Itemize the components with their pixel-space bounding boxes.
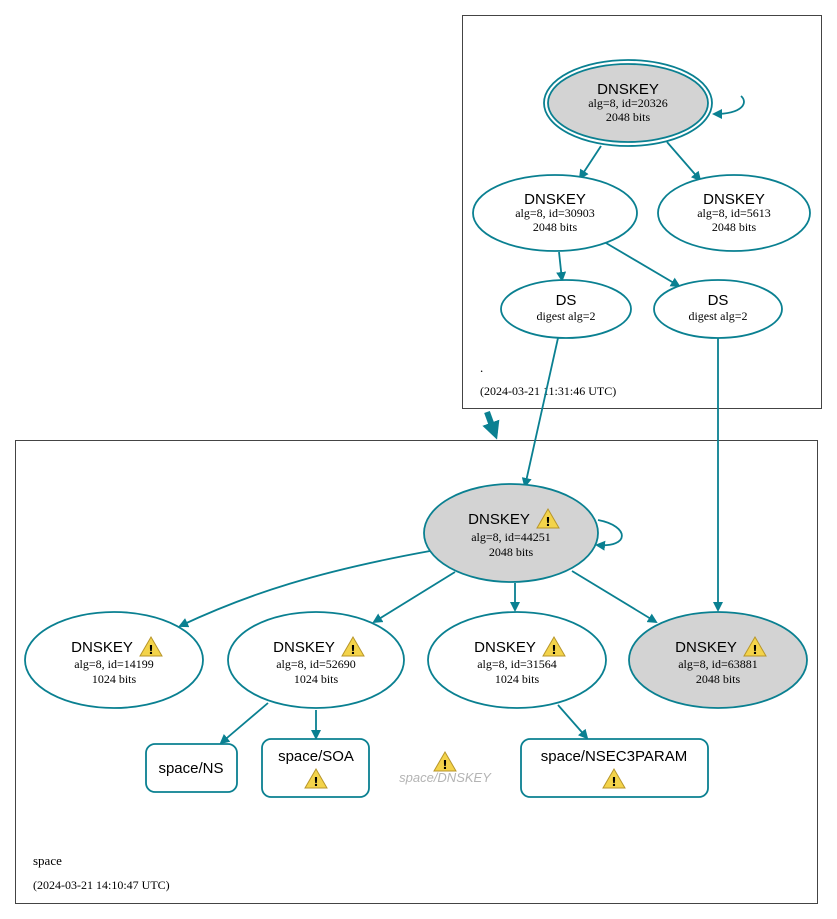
edge-space-ksk-k2: [372, 571, 456, 624]
node-ds-2[interactable]: DS digest alg=2: [653, 279, 783, 339]
warning-icon: !: [542, 636, 566, 657]
node-line2: 2048 bits: [712, 220, 757, 234]
edge-root-ksk-zsk2: [666, 141, 702, 182]
node-title: space/SOA: [278, 748, 354, 765]
node-title: DS: [556, 292, 577, 309]
node-rrset-nsec3param[interactable]: space/NSEC3PARAM !: [520, 738, 709, 798]
node-line1: alg=8, id=44251: [471, 530, 551, 544]
node-line1: alg=8, id=63881: [678, 657, 758, 671]
node-title: DNSKEY: [524, 191, 586, 208]
svg-text:!: !: [148, 643, 153, 657]
edge-root-ksk-zsk1: [578, 145, 602, 180]
node-shape: [227, 611, 405, 709]
node-shape: [628, 611, 808, 709]
node-space-key-52690[interactable]: DNSKEY ! alg=8, id=52690 1024 bits: [227, 611, 405, 709]
svg-text:!: !: [350, 643, 355, 657]
node-title: DNSKEY: [468, 511, 530, 528]
svg-text:!: !: [442, 758, 447, 772]
node-line1: digest alg=2: [688, 309, 747, 323]
space-zone-name: space: [33, 853, 62, 868]
svg-text:!: !: [313, 775, 318, 789]
edge-space-ksk-k1: [178, 550, 431, 628]
svg-text:!: !: [545, 515, 550, 529]
node-line1: alg=8, id=31564: [477, 657, 557, 671]
warning-icon: !: [743, 636, 767, 657]
node-line1: alg=8, id=5613: [697, 206, 771, 220]
node-title: space/NS: [158, 760, 223, 777]
node-line2: 1024 bits: [495, 672, 540, 686]
node-shape: [520, 738, 709, 798]
warning-icon: !: [341, 636, 365, 657]
node-shape: [145, 743, 238, 793]
node-space-key-14199[interactable]: DNSKEY ! alg=8, id=14199 1024 bits: [24, 611, 204, 709]
node-title: space/NSEC3PARAM: [541, 748, 687, 765]
warning-icon: !: [536, 508, 560, 529]
node-shape: [657, 174, 811, 252]
edge-zsk1-ds2: [605, 242, 681, 288]
space-zone-timestamp: (2024-03-21 14:10:47 UTC): [33, 878, 170, 892]
node-rrset-ns[interactable]: space/NS: [145, 743, 238, 793]
svg-text:!: !: [551, 643, 556, 657]
node-rrset-soa[interactable]: space/SOA !: [261, 738, 370, 798]
root-zone-timestamp: (2024-03-21 11:31:46 UTC): [480, 384, 616, 398]
edge-space-ksk-self: [595, 519, 623, 551]
node-line1: digest alg=2: [536, 309, 595, 323]
node-title: DNSKEY: [273, 639, 335, 656]
node-title: DNSKEY: [474, 639, 536, 656]
node-shape: [423, 483, 599, 583]
node-space-key-63881[interactable]: DNSKEY ! alg=8, id=63881 2048 bits: [628, 611, 808, 709]
node-root-zsk-5613[interactable]: DNSKEY alg=8, id=5613 2048 bits: [657, 174, 811, 252]
svg-text:!: !: [611, 775, 616, 789]
node-line2: 1024 bits: [294, 672, 339, 686]
node-line2: 1024 bits: [92, 672, 137, 686]
node-line2: 2048 bits: [533, 220, 578, 234]
root-zone-name: .: [480, 360, 483, 375]
node-rrset-dnskey-missing[interactable]: ! space/DNSKEY: [399, 751, 492, 785]
node-space-ksk-44251[interactable]: DNSKEY ! alg=8, id=44251 2048 bits: [423, 483, 599, 583]
edge-space-ksk-k4: [571, 570, 658, 624]
node-shape: [547, 63, 709, 143]
node-line2: 2048 bits: [696, 672, 741, 686]
node-shape: [472, 174, 638, 252]
edge-ds1-space-ksk: [521, 337, 559, 488]
node-title: DNSKEY: [597, 81, 659, 98]
node-shape: [653, 279, 783, 339]
warning-icon: !: [433, 751, 457, 772]
node-root-zsk-30903[interactable]: DNSKEY alg=8, id=30903 2048 bits: [472, 174, 638, 252]
node-ds-1[interactable]: DS digest alg=2: [500, 279, 632, 339]
node-title: DNSKEY: [675, 639, 737, 656]
node-title: DNSKEY: [703, 191, 765, 208]
warning-icon: !: [304, 768, 328, 789]
node-shape: [24, 611, 204, 709]
node-shape: [427, 611, 607, 709]
node-line2: 2048 bits: [606, 110, 651, 124]
node-line2: 2048 bits: [489, 545, 534, 559]
edges: [178, 95, 745, 745]
edge-delegation: [482, 410, 500, 440]
svg-text:!: !: [752, 643, 757, 657]
node-title: DS: [708, 292, 729, 309]
node-line1: alg=8, id=30903: [515, 206, 595, 220]
node-title: DNSKEY: [71, 639, 133, 656]
node-root-ksk[interactable]: DNSKEY alg=8, id=20326 2048 bits: [543, 59, 713, 147]
node-line1: alg=8, id=20326: [588, 96, 668, 110]
node-shape: [261, 738, 370, 798]
node-shape: [500, 279, 632, 339]
node-title: space/DNSKEY: [399, 770, 492, 785]
node-space-key-31564[interactable]: DNSKEY ! alg=8, id=31564 1024 bits: [427, 611, 607, 709]
edge-k2-ns: [219, 702, 269, 745]
edge-zsk1-ds1: [556, 251, 567, 282]
warning-icon: !: [139, 636, 163, 657]
node-line1: alg=8, id=52690: [276, 657, 356, 671]
edge-k3-nsec3param: [557, 704, 589, 740]
edge-root-ksk-self: [712, 95, 745, 119]
node-line1: alg=8, id=14199: [74, 657, 154, 671]
warning-icon: !: [602, 768, 626, 789]
